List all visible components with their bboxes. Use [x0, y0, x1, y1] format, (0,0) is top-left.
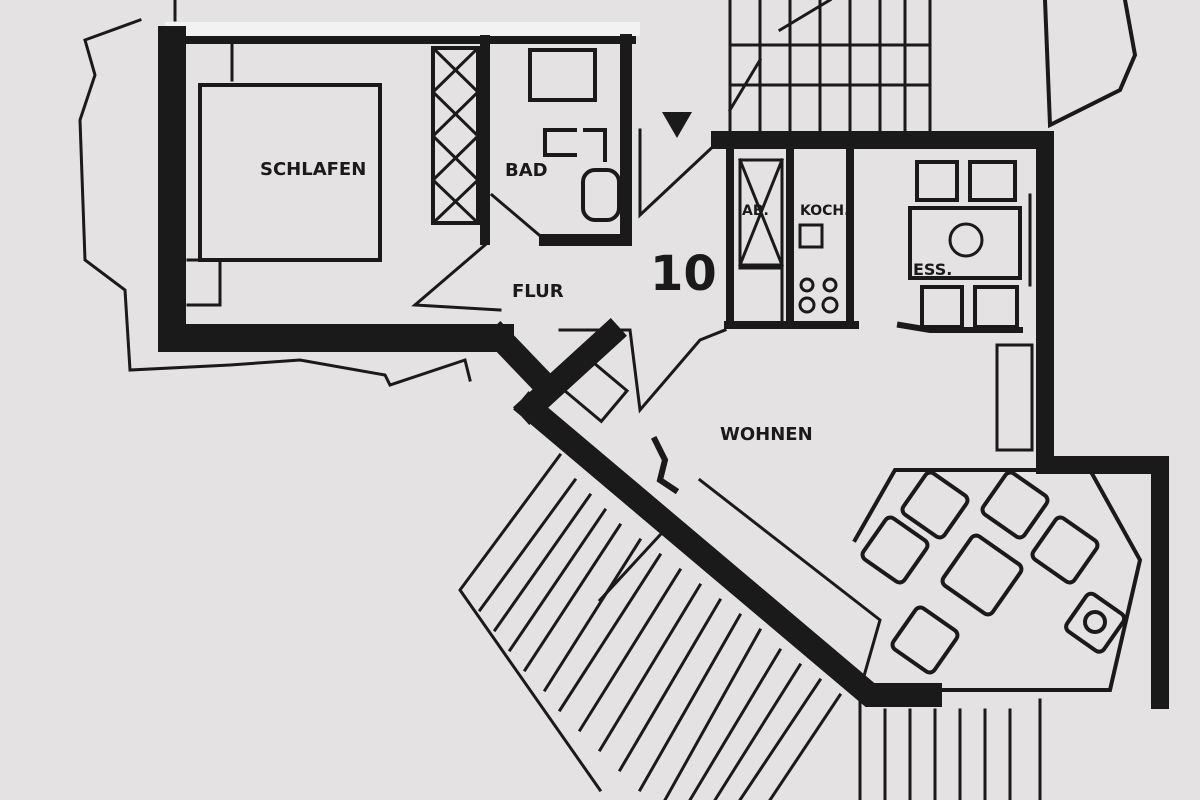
kitchen-top-wall — [711, 131, 1169, 709]
room-label-kitchen: KOCH. — [800, 203, 849, 219]
room-label-bedroom: SCHLAFEN — [260, 159, 366, 180]
seating-group — [852, 468, 1143, 692]
wardrobe — [431, 46, 480, 225]
entry-arrow-icon — [662, 112, 692, 138]
cabinet — [995, 343, 1034, 452]
bath-door — [489, 128, 723, 243]
room-label-storage: AB. — [742, 203, 769, 219]
bed — [198, 83, 382, 262]
plant-icon — [650, 435, 680, 495]
shower — [528, 48, 597, 102]
tower-outline — [1042, 0, 1138, 129]
toilet — [543, 128, 607, 162]
room-label-dining: ESS. — [913, 260, 952, 279]
storage-unit — [738, 158, 784, 267]
lower-stair — [458, 452, 1042, 800]
room-label-bathroom: BAD — [505, 160, 548, 181]
corridor-wall — [483, 321, 562, 402]
outer-outline — [78, 0, 472, 387]
window — [269, 325, 371, 345]
dining-table — [908, 206, 1022, 280]
bath-wall-right — [539, 34, 632, 246]
kitchen-partition — [724, 146, 859, 329]
plate — [948, 222, 984, 258]
bedroom-wall-left — [158, 26, 514, 352]
sideboard — [697, 477, 882, 692]
room-label-living: WOHNEN — [720, 424, 813, 445]
top-stair — [727, 0, 932, 132]
room-label-hallway: FLUR — [512, 281, 564, 302]
stove — [798, 223, 839, 314]
diagonal-wall — [513, 318, 942, 707]
sink — [581, 168, 621, 222]
unit-number: 10 — [650, 246, 717, 302]
paper-strip — [165, 22, 640, 36]
